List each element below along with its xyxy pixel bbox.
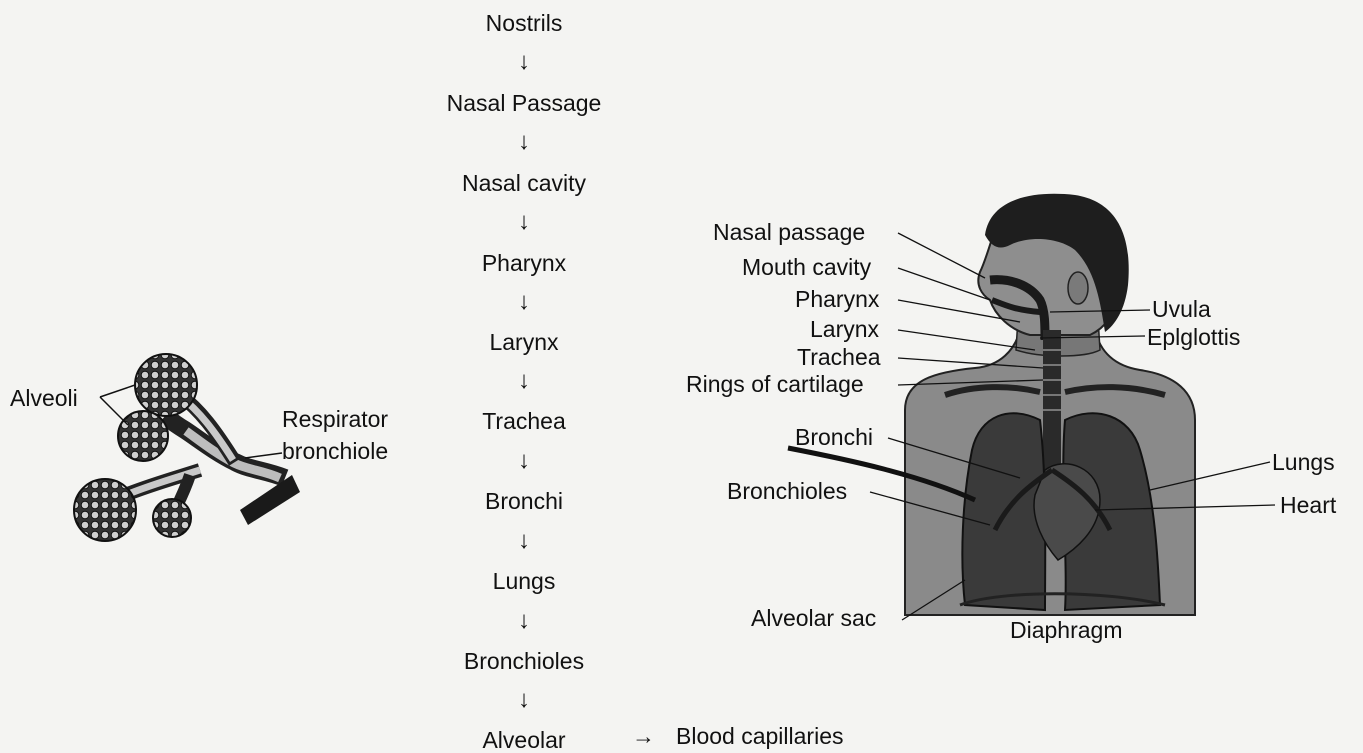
label-uvula: Uvula (1152, 298, 1211, 321)
label-trachea: Trachea (797, 346, 881, 369)
label-heart: Heart (1280, 494, 1336, 517)
label-mouth-cavity: Mouth cavity (742, 256, 871, 279)
label-diaphragm: Diaphragm (1010, 619, 1123, 642)
label-rings-of-cartilage: Rings of cartilage (686, 373, 864, 396)
label-alveolar-sac: Alveolar sac (751, 607, 876, 630)
label-larynx: Larynx (810, 318, 879, 341)
label-bronchioles: Bronchioles (727, 480, 847, 503)
label-nasal-passage: Nasal passage (713, 221, 865, 244)
ear (1068, 272, 1088, 304)
label-epiglottis: Eplglottis (1147, 326, 1240, 349)
label-bronchi: Bronchi (795, 426, 873, 449)
label-pharynx: Pharynx (795, 288, 879, 311)
label-lungs: Lungs (1272, 451, 1335, 474)
